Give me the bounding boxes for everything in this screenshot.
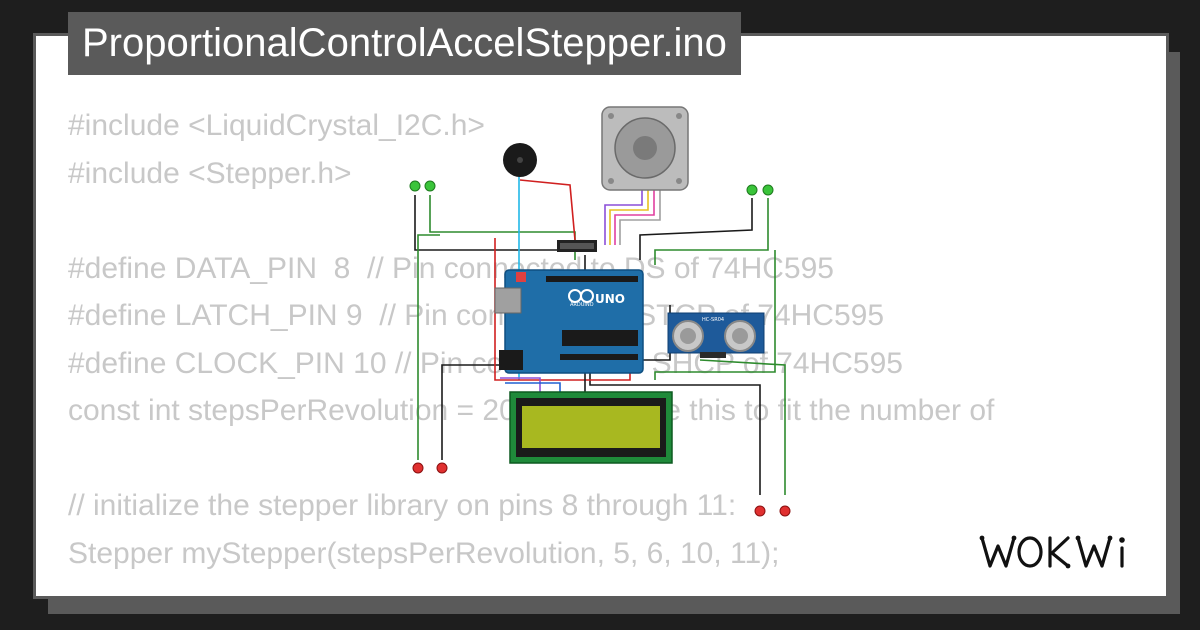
- page-title: ProportionalControlAccelStepper.ino: [68, 12, 741, 75]
- ultrasonic-sensor: HC-SR04: [667, 312, 765, 358]
- sensor-label: HC-SR04: [702, 317, 724, 323]
- stepper-motor-icon: [601, 106, 689, 191]
- board-brand-label: UNO: [595, 292, 625, 306]
- lcd-display: [509, 391, 673, 464]
- board-maker-label: ARDUINO: [570, 302, 594, 308]
- code-line: Stepper myStepper(stepsPerRevolution, 5,…: [68, 536, 780, 570]
- code-line: #include <LiquidCrystal_I2C.h>: [68, 109, 485, 142]
- circuit-diagram: UNO ARDUINO HC-SR04: [409, 106, 791, 517]
- green-led-icon: [409, 180, 774, 196]
- code-line: #include <Stepper.h>: [68, 156, 352, 190]
- arduino-uno-board: UNO ARDUINO: [494, 269, 644, 374]
- red-led-icon: [412, 462, 791, 517]
- buzzer-icon: [503, 143, 537, 177]
- code-line: // initialize the stepper library on pin…: [68, 489, 737, 522]
- wokwi-logo: [979, 535, 1125, 569]
